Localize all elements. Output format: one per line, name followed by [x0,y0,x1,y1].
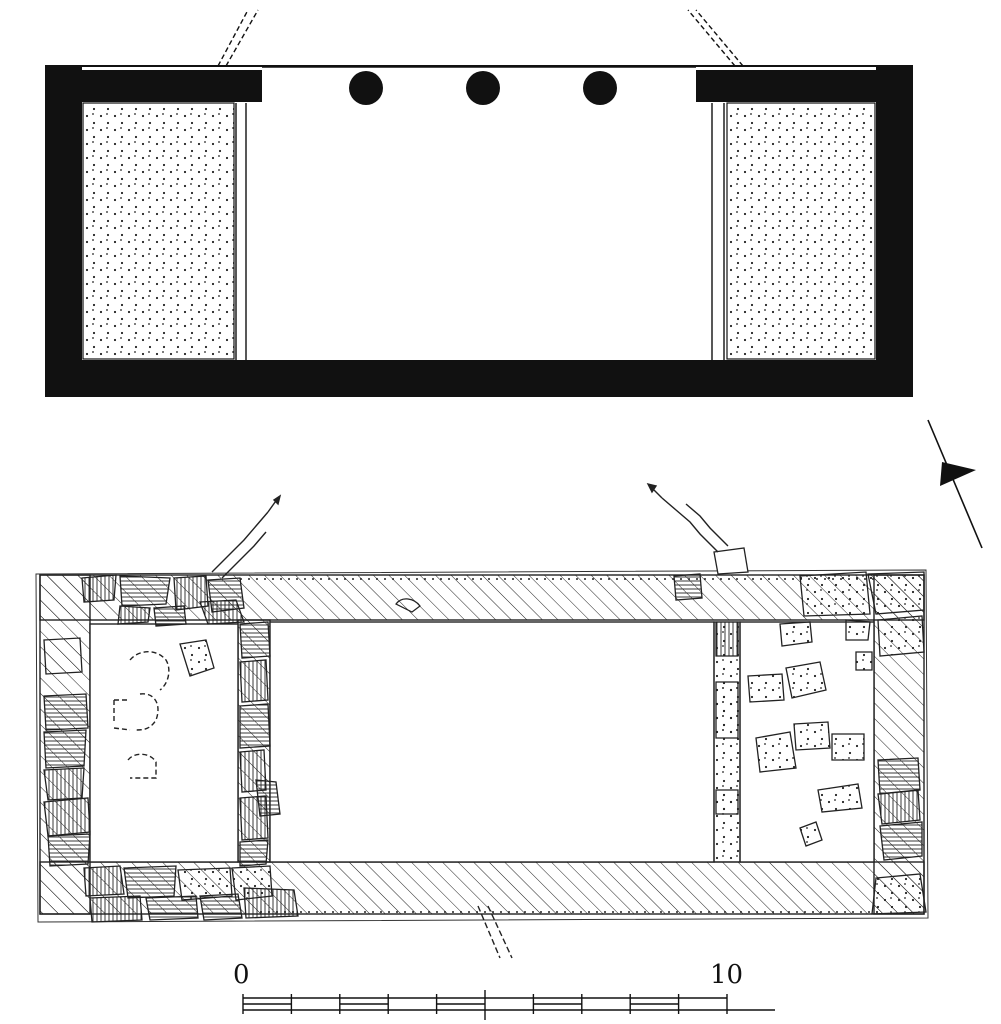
reconstruction-columns [349,71,617,105]
scale-start-label: 0 [233,960,250,990]
south-ramp [477,905,513,959]
reconstruction-plan [45,9,913,397]
scale-bar [242,990,775,1020]
north-arrow-icon [927,419,983,549]
column-2 [466,71,500,105]
excavated-plan [35,482,929,959]
robbed-outlines [113,651,170,779]
reconstruction-room-west [82,102,235,360]
column-3 [583,71,617,105]
drain-pipes [211,482,729,579]
masonry-stones [43,547,927,923]
scale-end-label: 10 [710,960,744,990]
excavated-room-west [89,623,239,863]
excavated-partition-east [713,621,741,863]
reconstruction-partitions [235,103,725,360]
excavated-hall [269,621,715,863]
reconstruction-room-east [726,102,876,360]
column-1 [349,71,383,105]
reconstruction-ramps [217,9,744,67]
reconstruction-walls [46,66,912,396]
